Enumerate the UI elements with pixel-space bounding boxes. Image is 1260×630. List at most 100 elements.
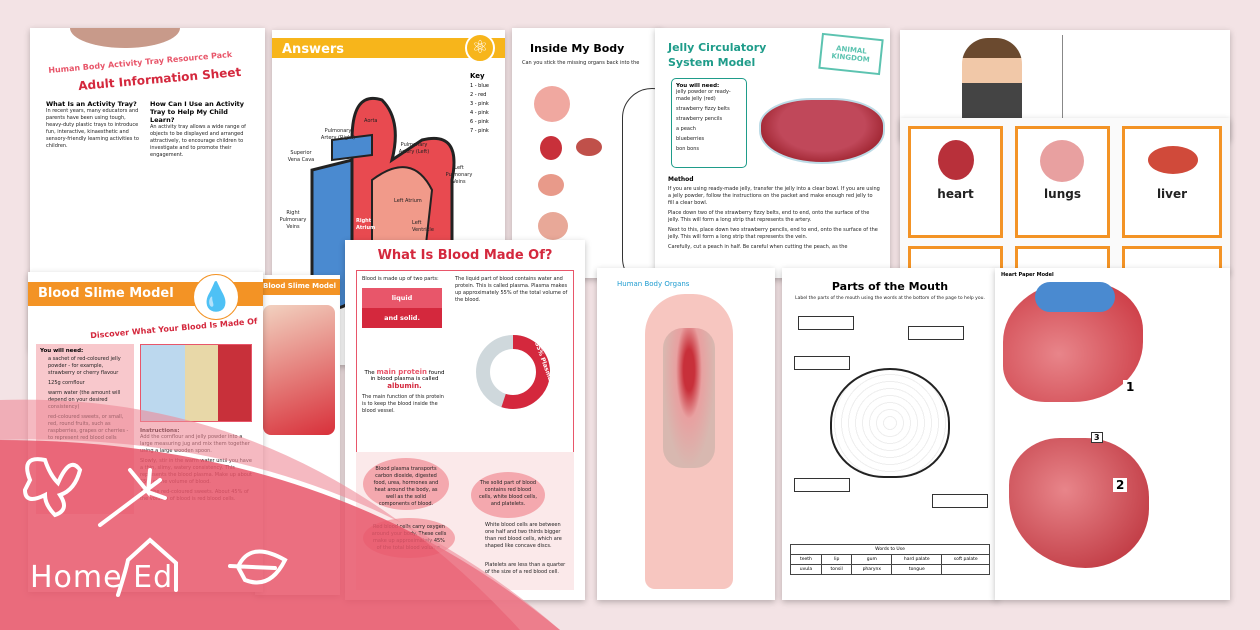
mouth-title: Parts of the Mouth (831, 280, 949, 293)
need-item: jelly powder or ready-made jelly (red) (676, 89, 731, 102)
jelly-circulatory-sheet: Jelly Circulatory System Model ANIMAL KI… (655, 28, 890, 278)
organs-title: Human Body Organs (617, 280, 690, 288)
organ-card-liver: liver (1122, 126, 1222, 238)
inside-title: Inside My Body (530, 42, 625, 55)
key-item: 3 - pink (470, 101, 489, 107)
method-step: If you are using ready-made jelly, trans… (668, 186, 880, 206)
needs-title: You will need: (40, 348, 84, 354)
label-box (794, 356, 850, 370)
needs-box: You will need: jelly powder or ready-mad… (671, 78, 747, 168)
ingredients-photo (140, 344, 252, 422)
col1-text: In recent years, many educators and pare… (46, 108, 139, 149)
word-cell: tonsil (820, 564, 853, 575)
intestines-icon (538, 212, 568, 240)
word-cell: gum (851, 554, 893, 565)
key-item: 1 - blue (470, 83, 489, 89)
label-right-pulmonary-veins: Right Pulmonary Veins (279, 210, 307, 230)
need-item: warm water (the amount will depend on yo… (48, 390, 121, 410)
lungs-icon (534, 86, 570, 122)
instruction-step: Slowly, stir in the warm water until you… (140, 458, 252, 485)
label-pulmonary-artery-right: Pulmonary Artery (Right) (320, 128, 356, 141)
need-item: bon bons (676, 146, 699, 152)
atom-icon: ⚛ (465, 33, 495, 63)
instruction-step: Add the red-coloured sweets. About 45% o… (140, 489, 249, 502)
label-left-ventricle: Left Ventricle (412, 220, 434, 233)
word-cell: teeth (790, 554, 822, 565)
blood-drop-icon: 💧 (193, 274, 239, 320)
method-step: Carefully, cut a peach in half. Be caref… (668, 244, 848, 250)
key-item: 7 - pink (470, 128, 489, 134)
two-parts-intro: Blood is made up of two parts: (362, 276, 439, 282)
col1-heading: What Is an Activity Tray? (46, 100, 137, 108)
need-item: strawberry fizzy belts (676, 106, 730, 112)
blood-slime-page-2: Blood Slime Model (255, 275, 340, 595)
white-cells-text: White blood cells are between one half a… (485, 522, 562, 549)
heart-icon (540, 136, 562, 160)
label-left-pulmonary-veins: Left Pulmonary Veins (445, 165, 473, 185)
piece-number: 1 (1123, 380, 1138, 394)
label-left-atrium: Left Atrium (394, 198, 422, 204)
label-aorta: Aorta (364, 118, 378, 124)
heart-paper-model-sheet: Heart Paper Model 1 2 3 (995, 268, 1230, 600)
home-ed-logo: Home Ed (30, 560, 174, 595)
body-outline (622, 88, 662, 278)
need-item: 125g cornflour (48, 380, 85, 386)
jelly-bowl-illustration (759, 98, 885, 164)
label-box (798, 316, 854, 330)
label-box (794, 478, 850, 492)
blood-slime-page2-title: Blood Slime Model (255, 279, 340, 295)
mouth-instruction: Label the parts of the mouth using the w… (795, 296, 985, 301)
words-title: Words to Use (790, 544, 990, 555)
word-cell: pharynx (851, 564, 893, 575)
jelly-title: Jelly Circulatory System Model (668, 41, 767, 69)
animal-kingdom-stamp: ANIMAL KINGDOM (818, 32, 884, 76)
albumin-highlight: albumin. (387, 382, 422, 390)
heart-icon (938, 140, 974, 180)
heart-bottom-illustration (1009, 438, 1149, 568)
col2-heading: How Can I Use an Activity Tray to Help M… (150, 100, 245, 124)
protein-text: The (364, 370, 375, 376)
need-item: blueberries (676, 136, 705, 142)
need-item: a peach (676, 126, 696, 132)
key-item: 4 - pink (470, 110, 489, 116)
human-body-organs-sheet: Human Body Organs (597, 268, 775, 600)
piece-number: 3 (1091, 432, 1103, 443)
method-title: Method (668, 176, 694, 183)
needs-panel: You will need: a sachet of red-coloured … (36, 344, 134, 514)
protein-text: found in blood plasma is called (370, 370, 445, 382)
organ-cards-sheet: heart lungs liver (900, 118, 1230, 273)
word-cell: hard palate (891, 554, 943, 565)
color-key: Key 1 - blue 2 - red 3 - pink 4 - pink 6… (470, 72, 489, 134)
main-protein-highlight: main protein (376, 368, 428, 376)
cutout-divider (1062, 35, 1063, 135)
answers-title: Answers (272, 38, 505, 58)
plasma-text: The liquid part of blood contains water … (455, 276, 568, 303)
solid-label: and solid. (362, 308, 442, 328)
word-cell: uvula (790, 564, 822, 575)
method-step: Place down two of the strawberry fizzy b… (668, 210, 870, 223)
protein-function: The main function of this protein is to … (362, 394, 444, 414)
label-superior-vena-cava: Superior Vena Cava (287, 150, 315, 163)
word-cell: tongue (891, 564, 943, 575)
need-item: red-coloured sweets, or small, red, roun… (48, 414, 129, 441)
parts-of-mouth-sheet: Parts of the Mouth Label the parts of th… (782, 268, 998, 600)
skeleton-organs-illustration (663, 328, 715, 468)
liquid-label: liquid (362, 288, 442, 308)
liver-icon (1148, 146, 1198, 174)
plasma-bubble: Blood plasma transports carbon dioxide, … (363, 458, 449, 510)
blood-slime-subtitle: Discover What Your Blood Is Made Of (89, 316, 258, 341)
instruction-step: Add the cornflour and jelly powder into … (140, 434, 250, 454)
blood-slime-sheet: Blood Slime Model 💧 Discover What Your B… (28, 272, 263, 592)
word-cell (941, 564, 990, 575)
label-box (932, 494, 988, 508)
need-item: a sachet of red-coloured jelly powder - … (48, 356, 121, 376)
label-box (908, 326, 964, 340)
key-title: Key (470, 72, 485, 80)
label-right-atrium: Right Atrium (356, 218, 376, 231)
blood-made-title: What Is Blood Made Of? (377, 248, 553, 263)
vessel-illustration (1035, 282, 1115, 312)
needs-title: You will need: (676, 83, 720, 89)
key-item: 6 - pink (470, 119, 489, 125)
lungs-icon (1040, 140, 1084, 182)
